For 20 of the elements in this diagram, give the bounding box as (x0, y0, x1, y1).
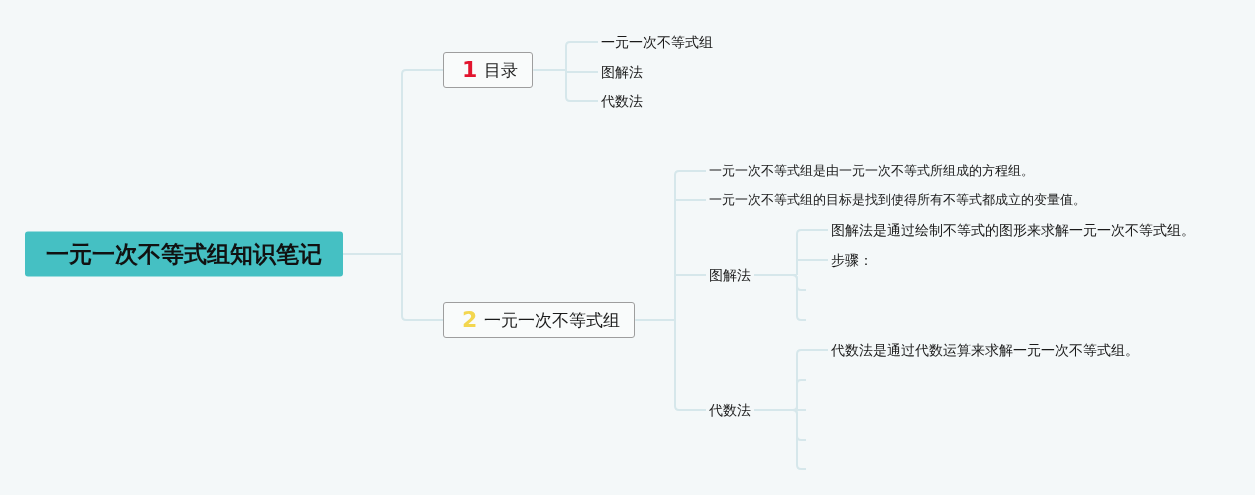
topic-label: 目录 (484, 61, 519, 79)
connector-line (342, 69, 444, 321)
subtopic-text: 代数法 (706, 401, 754, 419)
subtopic-text: 一元一次不等式组的目标是找到使得所有不等式都成立的变量值。 (706, 192, 1089, 208)
subtopic-text: 代数法 (598, 92, 646, 110)
number-marker: 1 (462, 59, 478, 81)
subtopic-text: 步骤： (828, 251, 876, 269)
topic-label: 一元一次不等式组 (484, 311, 621, 329)
subtopic-text: 一元一次不等式组是由一元一次不等式所组成的方程组。 (706, 163, 1037, 179)
topic-box (443, 52, 534, 88)
subtopic-text: 图解法是通过绘制不等式的图形来求解一元一次不等式组。 (828, 221, 1198, 239)
subtopic-text: 代数法是通过代数运算来求解一元一次不等式组。 (828, 341, 1142, 359)
subtopic-text: 图解法 (706, 266, 754, 284)
connector-line (634, 170, 707, 411)
subtopic-text: 一元一次不等式组 (598, 33, 716, 51)
topic-box (443, 302, 636, 338)
connector-line (532, 41, 599, 102)
number-marker: 2 (462, 309, 478, 331)
central-topic: 一元一次不等式组知识笔记 (25, 231, 343, 277)
subtopic-text: 图解法 (598, 63, 646, 81)
